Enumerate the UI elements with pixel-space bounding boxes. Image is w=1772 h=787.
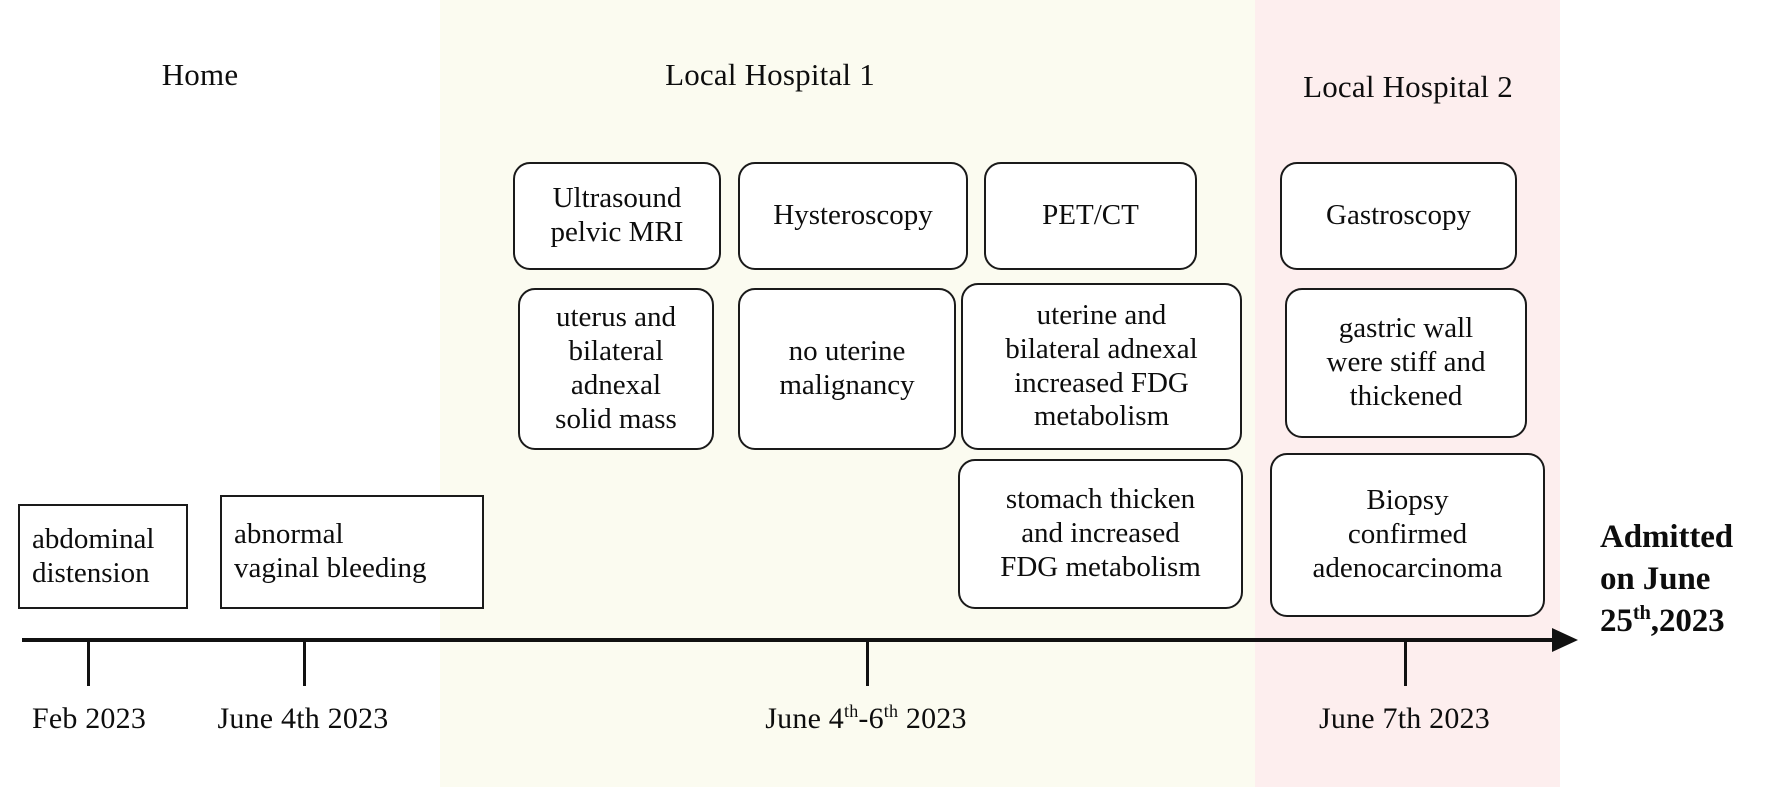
timeline-axis bbox=[22, 638, 1562, 642]
box-pet-ct[interactable]: PET/CT bbox=[984, 162, 1197, 270]
box-hysteroscopy[interactable]: Hysteroscopy bbox=[738, 162, 968, 270]
admission-note: Admitted on June 25th,2023 bbox=[1600, 519, 1734, 640]
zone-title-local-hospital-1: Local Hospital 1 bbox=[665, 57, 875, 92]
box-petct-finding-stomach[interactable]: stomach thicken and increased FDG metabo… bbox=[958, 459, 1243, 609]
box-gastroscopy-finding[interactable]: gastric wall were stiff and thickened bbox=[1285, 288, 1527, 438]
timeline-tick-june-7 bbox=[1404, 642, 1407, 686]
box-abdominal-distension[interactable]: abdominal distension bbox=[18, 504, 188, 609]
timeline-label-june-4: June 4th 2023 bbox=[217, 702, 389, 735]
timeline-label-june-4-6: June 4th-6th 2023 bbox=[765, 701, 967, 735]
timeline-tick-feb-2023 bbox=[87, 642, 90, 686]
timeline-tick-june-4 bbox=[303, 642, 306, 686]
timeline-label-feb-2023: Feb 2023 bbox=[31, 702, 147, 735]
box-hysteroscopy-finding[interactable]: no uterine malignancy bbox=[738, 288, 956, 450]
box-gastroscopy[interactable]: Gastroscopy bbox=[1280, 162, 1517, 270]
box-biopsy-finding[interactable]: Biopsy confirmed adenocarcinoma bbox=[1270, 453, 1545, 617]
timeline-label-june-7: June 7th 2023 bbox=[1319, 702, 1490, 735]
box-abnormal-vaginal-bleeding[interactable]: abnormal vaginal bleeding bbox=[220, 495, 484, 609]
timeline-tick-june-4-6 bbox=[866, 642, 869, 686]
box-petct-finding-pelvic[interactable]: uterine and bilateral adnexal increased … bbox=[961, 283, 1242, 450]
box-ultrasound-pelvic-mri[interactable]: Ultrasound pelvic MRI bbox=[513, 162, 721, 270]
box-ultrasound-mri-finding[interactable]: uterus and bilateral adnexal solid mass bbox=[518, 288, 714, 450]
zone-title-home: Home bbox=[161, 57, 239, 92]
timeline-arrow-head bbox=[1552, 628, 1578, 652]
zone-title-local-hospital-2: Local Hospital 2 bbox=[1303, 69, 1513, 104]
